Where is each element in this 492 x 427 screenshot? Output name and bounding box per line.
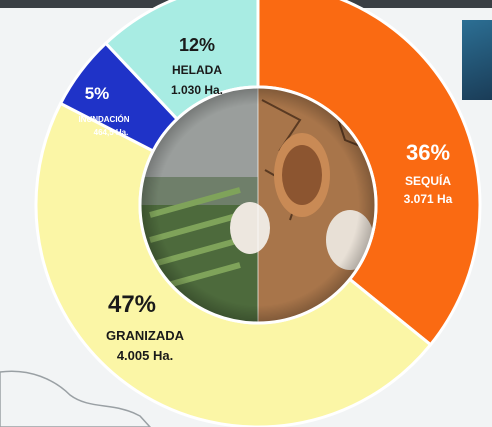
granizada-area: 4.005 Ha. — [117, 348, 173, 363]
helada-percent: 12% — [179, 35, 215, 55]
inundacion-name: INUNDACIÓN — [78, 115, 129, 124]
helada-name: HELADA — [172, 63, 222, 77]
sequia-percent: 36% — [406, 140, 450, 165]
granizada-name: GRANIZADA — [106, 328, 185, 343]
sequia-area: 3.071 Ha — [404, 192, 453, 206]
granizada-percent: 47% — [108, 291, 156, 318]
slices-layer — [34, 0, 482, 427]
inundacion-percent: 5% — [85, 84, 110, 103]
inundacion-area: 464,5 Ha. — [94, 128, 129, 137]
map-outline — [0, 370, 152, 427]
helada-area: 1.030 Ha. — [171, 83, 223, 97]
corner-panel — [462, 20, 492, 100]
center-ring — [138, 85, 378, 325]
sequia-name: SEQUÍA — [405, 173, 451, 188]
